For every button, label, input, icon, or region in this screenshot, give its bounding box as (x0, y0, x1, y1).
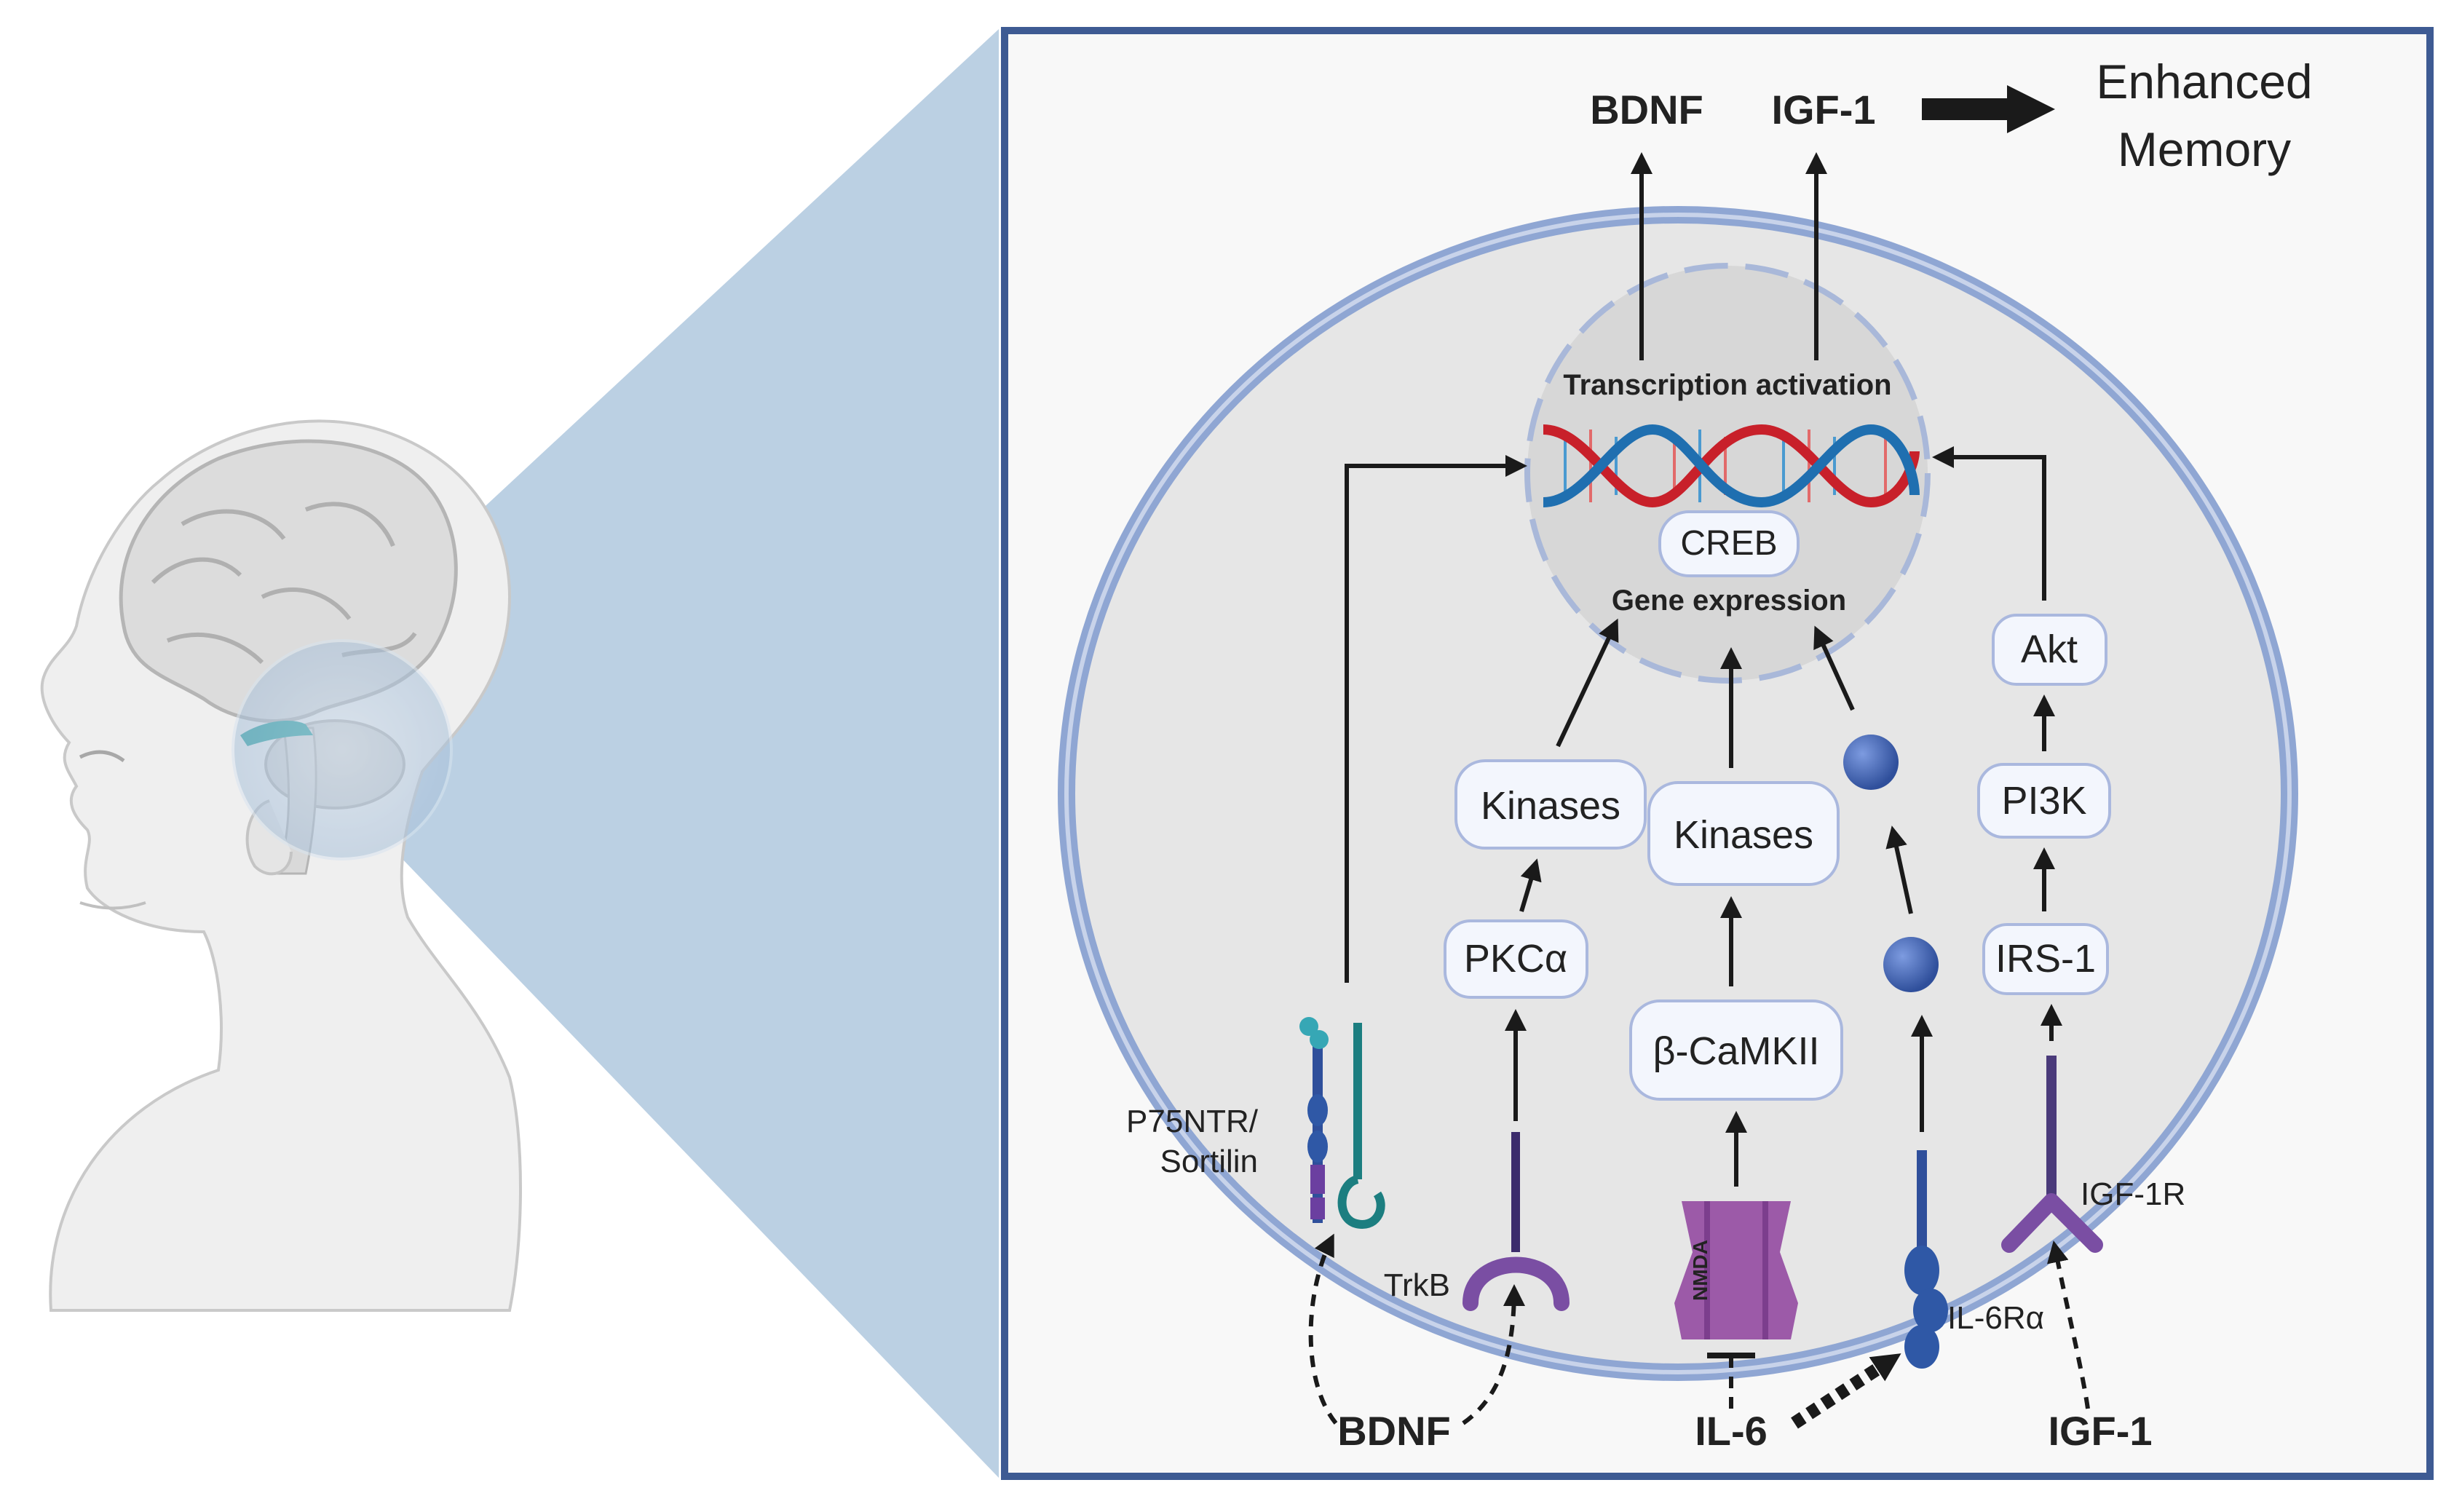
trkb-receptor (1462, 1132, 1570, 1311)
il6ra-label: IL-6Rα (1947, 1300, 2044, 1336)
pi3k-label: PI3K (2001, 779, 2086, 823)
kinases-center-label: Kinases (1674, 813, 1813, 857)
igf1r-receptor (2001, 1056, 2103, 1253)
human-head-illustration (40, 419, 522, 1312)
trkb-label: TrkB (1384, 1267, 1450, 1303)
dashed-arrow-bdnf-to-p75 (1308, 1233, 1338, 1425)
kinases-left-label: Kinases (1481, 784, 1620, 828)
camkii-label: β-CaMKII (1653, 1029, 1819, 1073)
arrow-pkc-to-kinases (1519, 858, 1542, 912)
creb-node: CREB (1658, 510, 1800, 577)
kinases-center-node: Kinases (1647, 781, 1840, 886)
arrow-akt-to-nucleus (1932, 446, 2046, 601)
nucleus (1524, 263, 1931, 684)
creb-label: CREB (1680, 524, 1777, 563)
kinases-left-node: Kinases (1454, 759, 1647, 850)
nmda-receptor: NMDA (1674, 1201, 1798, 1339)
pi3k-node: PI3K (1977, 763, 2111, 839)
gene-expression-label: Gene expression (1612, 585, 1846, 617)
camkii-node: β-CaMKII (1629, 1000, 1843, 1101)
nmda-label: NMDA (1689, 1240, 1711, 1301)
enhanced-memory-line2: Memory (2118, 122, 2291, 176)
arrow-kinases-left-to-nucleus (1556, 618, 1619, 748)
ligand-igf1-label: IGF-1 (2048, 1408, 2152, 1454)
arrow-ball-to-nucleus (1813, 625, 1855, 711)
pkc-node: PKCα (1444, 919, 1588, 999)
dashed-arrow-bdnf-to-trkb (1462, 1284, 1525, 1425)
akt-label: Akt (2021, 628, 2078, 671)
p75ntr-label: P75NTR/ (1126, 1104, 1259, 1139)
sortilin-label: Sortilin (1160, 1144, 1259, 1179)
ligand-il6-label: IL-6 (1695, 1408, 1768, 1454)
signal-molecule-upper (1843, 735, 1899, 790)
zoom-cone (262, 29, 999, 1478)
irs1-label: IRS-1 (1995, 937, 2096, 981)
igf1r-label: IGF-1R (2081, 1176, 2185, 1212)
dna-helix-icon (1543, 424, 1920, 508)
enhanced-memory-line1: Enhanced (2096, 55, 2312, 108)
akt-node: Akt (1992, 614, 2107, 686)
signal-molecule-lower (1883, 937, 1939, 992)
output-bdnf-label: BDNF (1590, 87, 1703, 132)
output-igf1-label: IGF-1 (1771, 87, 1875, 132)
il6ra-receptor (1904, 1150, 1948, 1369)
irs1-node: IRS-1 (1982, 923, 2109, 995)
p75ntr-sortilin-receptor (1299, 1017, 1385, 1229)
dashed-arrow-il6-to-il6ra (1791, 1353, 1901, 1429)
transcription-activation-label: Transcription activation (1563, 369, 1891, 401)
ligand-bdnf-label: BDNF (1337, 1408, 1451, 1454)
arrow-ball-lower-to-upper (1885, 826, 1913, 914)
pkc-label: PKCα (1464, 937, 1567, 981)
arrow-sortilin-to-nucleus (1345, 455, 1527, 983)
